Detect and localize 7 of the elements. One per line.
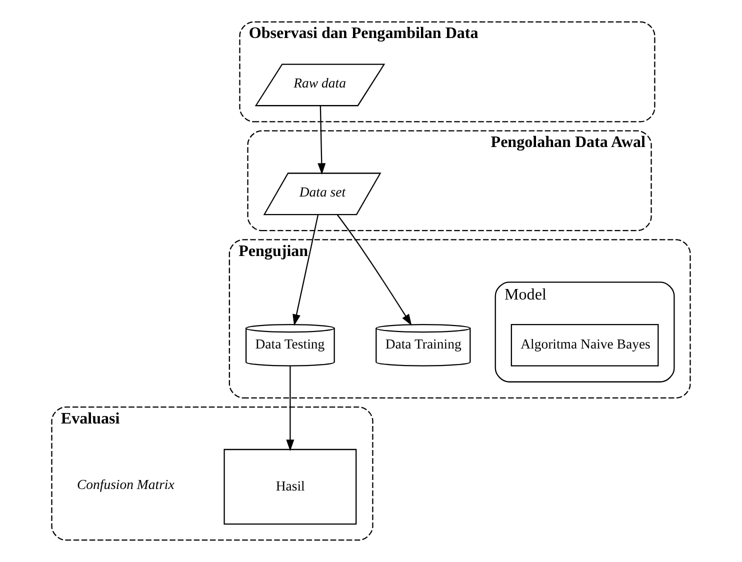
arrow <box>286 366 294 452</box>
arrow <box>318 106 326 175</box>
node-box: Algoritma Naive Bayes <box>510 324 659 366</box>
node-box: Hasil <box>224 448 357 525</box>
arrow <box>337 214 412 326</box>
arrow <box>292 214 319 326</box>
label: Confusion Matrix <box>76 477 174 492</box>
